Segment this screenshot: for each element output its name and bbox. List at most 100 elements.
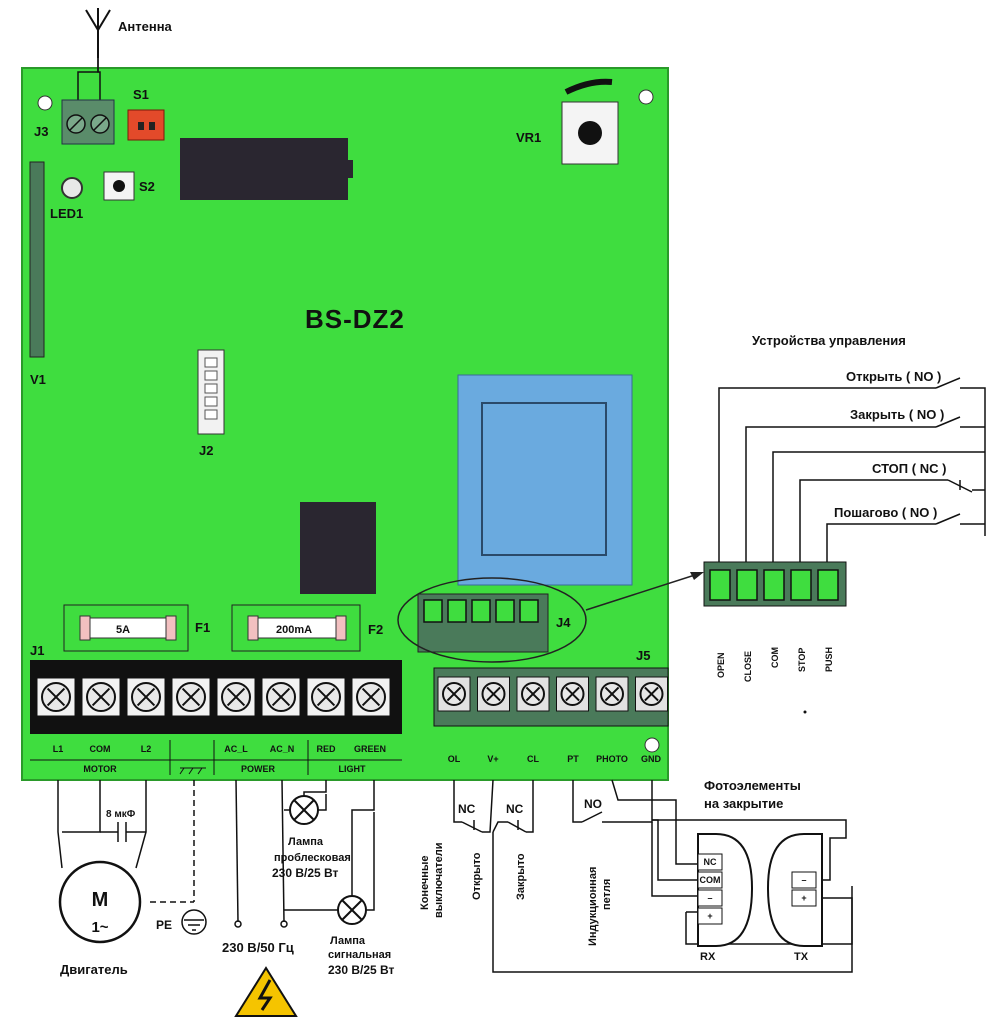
rx-pin-label: – [707, 893, 712, 903]
pin-push-label: PUSH [824, 647, 834, 672]
motor-wiring [57, 780, 195, 903]
ground-icon [179, 767, 206, 775]
j4-highlight [397, 577, 587, 663]
capacitor-label: 8 мкФ [106, 809, 136, 820]
signal-lamp-icon [337, 895, 367, 925]
photo-wiring [611, 779, 853, 945]
j1-screws [36, 677, 391, 717]
antenna-icon [85, 8, 111, 58]
j5-pin-label: V+ [487, 754, 498, 764]
j5-terminal-block [433, 667, 669, 727]
j4-label: J4 [556, 615, 571, 630]
button-push-label: Пошагово ( NO ) [834, 505, 937, 520]
terminal-screw [351, 677, 391, 717]
terminal-screw [216, 677, 256, 717]
j1-pin-label: COM [90, 744, 111, 754]
motor-label: Двигатель [60, 962, 128, 977]
antenna-label: Антенна [118, 19, 173, 34]
j1-group-label: LIGHT [339, 764, 366, 774]
v1-label: V1 [30, 372, 46, 387]
led1-label: LED1 [50, 206, 83, 221]
pin-close-label: CLOSE [743, 651, 753, 682]
limits-label-l2: выключатели [433, 842, 445, 918]
flash-lamp-l3: 230 В/25 Вт [272, 866, 339, 880]
s1-label: S1 [133, 87, 149, 102]
fuse-f2: 200mA [231, 604, 361, 652]
j1-group-label: POWER [241, 764, 276, 774]
board-title: BS-DZ2 [305, 304, 405, 334]
terminal-screw [81, 677, 121, 717]
motor-symbol: M [92, 889, 109, 911]
j5-terminal-labels: OL V+ CL PT PHOTO GND [448, 754, 662, 764]
rx-label: RX [700, 951, 716, 963]
signal-lamp-l1: Лампа [330, 935, 366, 947]
j5-screws [437, 676, 668, 712]
v1-connector [29, 161, 45, 358]
j5-pin-label: PHOTO [596, 754, 628, 764]
j2-label: J2 [199, 443, 213, 458]
motor-icon: M 1~ [58, 860, 142, 944]
fuse-f1-value: 5A [116, 624, 130, 636]
j5-pin-label: PT [567, 754, 579, 764]
j3-label: J3 [34, 124, 48, 139]
terminal-screw [556, 676, 589, 712]
terminal-screw [126, 677, 166, 717]
j1-group-label: MOTOR [83, 764, 117, 774]
j1-pin-label: AC_L [224, 744, 248, 754]
pin-stop-label: STOP [797, 648, 807, 672]
flash-lamp-l2: проблесковая [274, 852, 351, 864]
j1-pin-label: AC_N [270, 744, 295, 754]
control-wiring [718, 377, 986, 576]
f2-label: F2 [368, 622, 383, 637]
button-close-label: Закрыть ( NO ) [850, 407, 944, 422]
photo-heading-l1: Фотоэлементы [704, 778, 801, 793]
terminal-screw [477, 676, 510, 712]
fuse-f1: 5A [63, 604, 189, 652]
mounting-hole [644, 737, 660, 753]
pe-label: PE [156, 918, 172, 932]
j1-pin-label: GREEN [354, 744, 386, 754]
photo-tx-icon: – + [766, 833, 823, 947]
rx-pin-label: NC [704, 857, 717, 867]
control-heading: Устройства управления [752, 333, 906, 348]
terminal-screw [516, 676, 550, 712]
j1-pin-label: L1 [53, 744, 64, 754]
terminal-screw [36, 677, 76, 717]
led1-indicator [61, 177, 83, 199]
j4-connector [417, 593, 549, 653]
terminal-screw [306, 677, 346, 717]
j4-pin-labels: OPEN CLOSE COM STOP PUSH [716, 647, 834, 682]
nc-close-label: NC [506, 802, 524, 816]
nc-open-label: NC [458, 802, 476, 816]
close-limit-label: Закрыто [515, 853, 527, 900]
vr1-label: VR1 [516, 130, 541, 145]
pe-ground-icon [181, 909, 207, 935]
j1-terminal-labels: L1 COM L2 AC_L AC_N RED GREEN MOTOR POWE… [53, 744, 386, 774]
tx-label: TX [794, 951, 809, 963]
s1-dip-switch [127, 109, 165, 141]
motor-phase: 1~ [91, 919, 108, 936]
signal-lamp-l3: 230 В/25 Вт [328, 963, 395, 977]
transformer [457, 374, 633, 586]
button-open-label: Открыть ( NO ) [846, 369, 941, 384]
power-wiring [234, 779, 288, 928]
power-label: 230 В/50 Гц [222, 940, 294, 955]
flash-lamp-icon [289, 795, 319, 825]
flash-lamp-l1: Лампа [288, 836, 324, 848]
f1-label: F1 [195, 620, 210, 635]
vr1-potentiometer [561, 78, 619, 165]
terminal-screw [171, 677, 211, 717]
mounting-hole [37, 95, 53, 111]
limits-label-l1: Конечные [419, 856, 431, 910]
terminal-screw [437, 676, 471, 712]
j1-pin-label: RED [316, 744, 336, 754]
arrow-icon [690, 572, 704, 580]
j2-connector [197, 349, 225, 435]
rx-pin-label: COM [700, 875, 721, 885]
open-limit-label: Открыто [471, 852, 483, 900]
j1-pin-label: L2 [141, 744, 152, 754]
control-buttons: Открыть ( NO ) Закрыть ( NO ) СТОП ( NC … [834, 369, 946, 520]
mounting-hole [638, 89, 654, 105]
pin-com-label: COM [770, 647, 780, 668]
